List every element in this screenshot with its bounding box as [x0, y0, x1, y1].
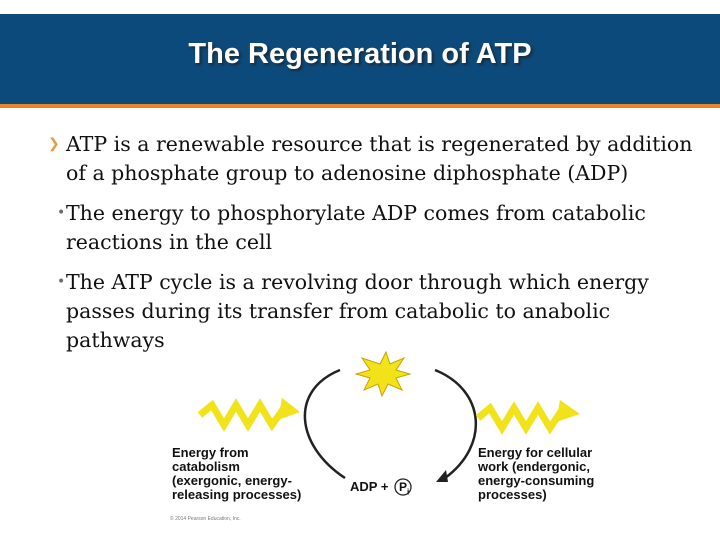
cycle-arrowhead-icon — [436, 470, 448, 482]
bullet-dot-icon: • — [57, 205, 66, 221]
atp-cycle-diagram — [197, 350, 580, 496]
copyright-note: © 2014 Pearson Education, Inc. — [170, 516, 241, 522]
cycle-arc-left — [303, 368, 346, 480]
bullet-3-text: The ATP cycle is a revolving door throug… — [66, 270, 649, 352]
bullet-1-text: ATP is a renewable resource that is rege… — [66, 132, 693, 185]
bullet-2: • The energy to phosphorylate ADP comes … — [48, 199, 698, 257]
left-caption: Energy from catabolism (exergonic, energ… — [172, 445, 302, 502]
bullet-list: ❯ ATP is a renewable resource that is re… — [48, 130, 698, 366]
cellular-work-arrowhead-icon — [556, 400, 580, 422]
bullet-3: • The ATP cycle is a revolving door thro… — [48, 268, 698, 355]
energy-burst-icon — [354, 350, 412, 398]
pi-label: Pi — [399, 480, 410, 497]
phosphate-circle-icon — [394, 478, 412, 496]
bullet-marker-icon: ❯ — [48, 136, 60, 152]
slide-title: The Regeneration of ATP — [188, 38, 532, 70]
catabolism-arrowhead-icon — [278, 398, 300, 420]
title-band — [0, 14, 720, 108]
cycle-arc-right — [434, 368, 478, 480]
right-caption: Energy for cellular work (endergonic, en… — [478, 445, 595, 502]
adp-label: ADP + — [350, 479, 389, 494]
catabolism-energy-arrow — [197, 398, 287, 432]
bullet-2-text: The energy to phosphorylate ADP comes fr… — [66, 201, 646, 254]
bullet-dot-icon: • — [57, 274, 66, 290]
bullet-1: ❯ ATP is a renewable resource that is re… — [48, 130, 698, 188]
atp-cycle-figure: Energy from catabolism (exergonic, energ… — [160, 350, 640, 530]
cellular-work-energy-arrow — [475, 401, 565, 435]
